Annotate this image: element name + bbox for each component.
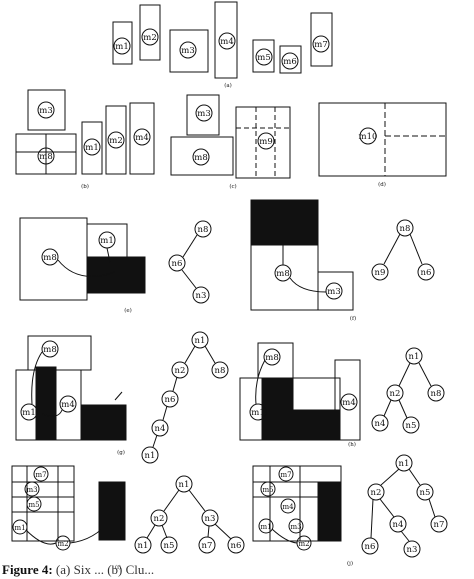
subfig-label-i: (i) — [115, 564, 121, 571]
panel-e — [19, 217, 146, 301]
module-label: m4 — [342, 398, 355, 408]
tree-node: n5 — [164, 541, 175, 551]
tree-node: n5 — [420, 488, 431, 498]
module-label: m3 — [39, 106, 52, 116]
module-label: m8 — [265, 353, 278, 363]
module-label: m5 — [257, 53, 270, 63]
module-label: m2 — [57, 540, 68, 548]
tree-node: n6 — [421, 268, 432, 278]
panel-f — [250, 199, 354, 311]
tree-node: n3 — [196, 291, 207, 301]
panel-a — [112, 1, 333, 79]
tree-h — [371, 347, 445, 434]
tree-node: n9 — [375, 268, 386, 278]
module-label: m6 — [283, 57, 296, 67]
module-label: m2 — [298, 540, 309, 548]
tree-node: n2 — [175, 366, 186, 376]
module-label: m3 — [181, 46, 194, 56]
module-label: m2 — [109, 136, 122, 146]
panel-c — [170, 94, 291, 179]
module-label: m8 — [194, 153, 207, 163]
tree-node: n2 — [154, 514, 165, 524]
module-label: m7 — [314, 40, 327, 50]
tree-node: n1 — [179, 480, 190, 490]
subfig-label-g: (g) — [117, 449, 125, 456]
tree-node: n8 — [198, 225, 209, 235]
tree-node: n7 — [202, 541, 213, 551]
subfig-label-f: (f) — [350, 315, 356, 322]
tree-node: n5 — [406, 421, 417, 431]
tree-node: n2 — [390, 389, 401, 399]
subfig-label-c: (c) — [229, 183, 236, 190]
tree-node: n8 — [431, 389, 442, 399]
module-label: m3 — [197, 109, 210, 119]
panel-g — [15, 335, 127, 441]
tree-node: n1 — [138, 541, 149, 551]
tree-node: n1 — [409, 352, 420, 362]
module-label: m1 — [22, 408, 35, 418]
tree-node: n1 — [399, 459, 410, 469]
tree-node: n8 — [215, 366, 226, 376]
caption-text: (a) Six ... (b) Clu... — [55, 562, 155, 577]
panel-j — [252, 465, 342, 551]
module-label: m1 — [115, 42, 128, 52]
module-label: m3 — [26, 486, 37, 494]
module-label: m4 — [220, 37, 233, 47]
tree-g — [141, 331, 229, 464]
module-label: m8 — [43, 253, 56, 263]
tree-e — [168, 220, 212, 304]
tree-node: n3 — [205, 514, 216, 524]
module-label: m4 — [282, 503, 294, 511]
module-label: m1 — [260, 523, 271, 531]
module-label: m1 — [100, 236, 113, 246]
module-label: m3 — [327, 287, 340, 297]
subfig-label-j: (j) — [347, 560, 353, 567]
module-label: m8 — [276, 269, 289, 279]
module-label: m1 — [85, 143, 98, 153]
tree-node: n1 — [195, 336, 206, 346]
module-label: m1 — [251, 408, 264, 418]
module-label: m7 — [35, 471, 46, 479]
tree-node: n8 — [400, 224, 411, 234]
caption-label: Figure 4: — [2, 562, 53, 577]
tree-node: n6 — [165, 395, 176, 405]
tree-node: n4 — [375, 419, 386, 429]
module-label: m4 — [135, 133, 148, 143]
module-label: m7 — [280, 471, 291, 479]
tree-j — [361, 454, 448, 558]
tree-f — [371, 219, 435, 281]
tree-node: n2 — [371, 488, 382, 498]
tree-node: n1 — [145, 451, 156, 461]
panel-i — [11, 465, 126, 551]
subfig-label-e: (e) — [124, 307, 132, 314]
module-label: m10 — [359, 132, 378, 142]
tree-node: n6 — [365, 542, 376, 552]
module-label: m2 — [143, 33, 156, 43]
tree-node: n7 — [434, 520, 445, 530]
tree-node: n4 — [393, 520, 404, 530]
subfig-label-d: (d) — [378, 181, 386, 188]
module-label: m8 — [43, 345, 56, 355]
subfig-label-h: (h) — [348, 441, 356, 448]
module-label: m3 — [290, 523, 301, 531]
figure-caption: Figure 4: (a) Six ... (b) Clu... — [2, 562, 472, 579]
module-label: m8 — [39, 152, 52, 162]
subfig-label-b: (b) — [81, 183, 89, 190]
panel-h — [239, 342, 361, 441]
tree-node: n6 — [231, 541, 242, 551]
tree-node: n3 — [407, 545, 418, 555]
tree-node: n4 — [155, 424, 166, 434]
module-label: m5 — [28, 501, 39, 509]
module-label: m9 — [259, 137, 272, 147]
tree-node: n6 — [172, 259, 183, 269]
module-label: m4 — [61, 400, 74, 410]
tree-i — [134, 475, 245, 554]
subfig-label-a: (a) — [224, 82, 232, 89]
panel-b — [15, 89, 155, 175]
module-label: m1 — [14, 524, 25, 532]
panel-d — [318, 102, 447, 177]
module-label: m5 — [262, 486, 273, 494]
